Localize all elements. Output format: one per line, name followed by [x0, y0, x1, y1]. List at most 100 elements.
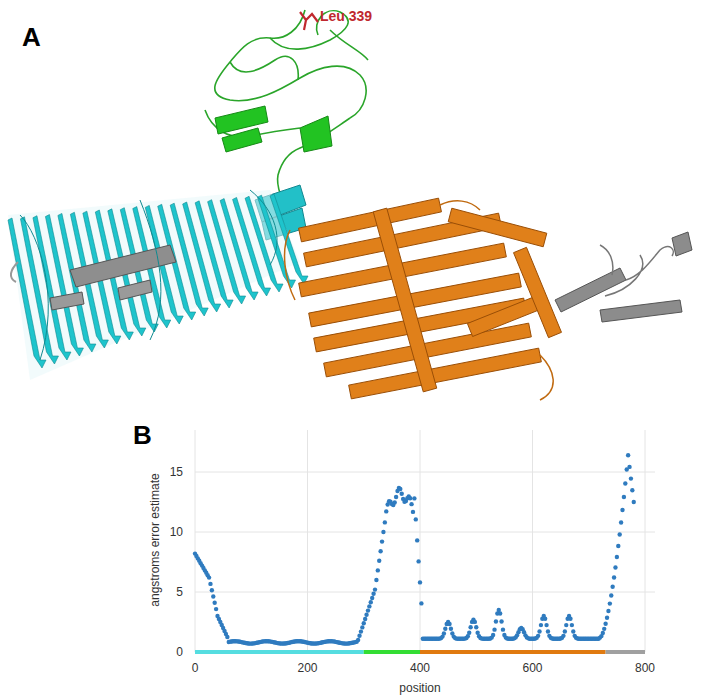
tick-label: 0	[192, 661, 199, 675]
tick-label: 200	[297, 661, 317, 675]
data-point	[619, 520, 623, 524]
data-point	[376, 568, 380, 572]
data-point	[443, 627, 447, 631]
data-point	[616, 544, 620, 548]
data-point	[537, 629, 541, 633]
data-point	[568, 617, 572, 621]
data-point	[627, 465, 631, 469]
data-point	[474, 625, 478, 629]
data-point	[384, 509, 388, 513]
data-point	[212, 601, 216, 605]
tick-label: 15	[170, 465, 183, 479]
data-point	[412, 496, 416, 500]
data-point	[467, 631, 471, 635]
data-point	[418, 580, 422, 584]
axis-title: angstroms error estimate	[148, 473, 162, 606]
helix-bundle	[285, 198, 562, 400]
data-point	[498, 611, 502, 615]
data-point	[371, 592, 375, 596]
data-point	[473, 620, 477, 624]
data-point	[447, 622, 451, 626]
data-point	[398, 487, 402, 491]
data-point	[499, 619, 503, 623]
data-point	[392, 500, 396, 504]
data-point	[610, 585, 614, 589]
data-point	[536, 634, 540, 638]
helix-loop	[285, 201, 554, 400]
data-point	[411, 510, 415, 514]
data-point	[603, 622, 607, 626]
data-point	[362, 621, 366, 625]
data-point	[608, 601, 612, 605]
data-point	[416, 559, 420, 563]
data-point	[207, 575, 211, 579]
data-point	[208, 582, 212, 586]
data-point	[415, 538, 419, 542]
tick-label: 800	[635, 661, 655, 675]
data-point	[394, 495, 398, 499]
data-point	[602, 627, 606, 631]
data-point	[613, 565, 617, 569]
data-point	[367, 604, 371, 608]
data-point	[381, 530, 385, 534]
data-point	[501, 627, 505, 631]
tick-label: 400	[410, 661, 430, 675]
axis-title: position	[399, 681, 440, 695]
gray-tail	[11, 232, 692, 322]
data-point	[364, 613, 368, 617]
data-point	[409, 502, 413, 506]
data-point	[543, 617, 547, 621]
data-point	[571, 629, 575, 633]
data-point	[419, 601, 423, 605]
data-point	[383, 520, 387, 524]
data-point	[494, 619, 498, 623]
data-point	[632, 500, 636, 504]
data-point	[617, 532, 621, 536]
data-point	[359, 629, 363, 633]
data-point	[620, 508, 624, 512]
data-point	[605, 616, 609, 620]
panel-letter: A	[22, 22, 41, 53]
data-point	[563, 629, 567, 633]
data-point	[612, 575, 616, 579]
residue-sticks	[300, 12, 318, 30]
data-point	[606, 609, 610, 613]
alpha-helix	[448, 208, 547, 247]
data-point	[626, 453, 630, 457]
domain-bar	[195, 650, 645, 654]
data-point	[378, 549, 382, 553]
data-point	[546, 629, 550, 633]
data-point	[214, 607, 218, 611]
data-point	[366, 608, 370, 612]
solenoid-loop	[20, 190, 277, 360]
data-point	[623, 481, 627, 485]
data-point	[373, 587, 377, 591]
data-point	[468, 625, 472, 629]
solenoid-shadow	[8, 190, 300, 380]
data-point	[601, 631, 605, 635]
tick-label: 10	[170, 525, 183, 539]
data-point	[370, 596, 374, 600]
data-point	[408, 496, 412, 500]
data-point	[564, 623, 568, 627]
tick-label: 0	[176, 645, 183, 659]
data-point	[609, 593, 613, 597]
beta-solenoid	[8, 190, 308, 380]
data-point	[570, 623, 574, 627]
data-point	[414, 517, 418, 521]
green-helices	[215, 106, 332, 152]
data-point	[400, 492, 404, 496]
data-point	[374, 578, 378, 582]
data-point	[360, 625, 364, 629]
panel-letter: B	[133, 420, 152, 451]
data-point	[357, 634, 361, 638]
data-point	[622, 495, 626, 499]
tick-label: 5	[176, 585, 183, 599]
plot-frame	[195, 430, 655, 652]
residue-label: Leu 339	[320, 8, 372, 24]
data-point	[544, 623, 548, 627]
data-point	[615, 555, 619, 559]
data-point	[380, 539, 384, 543]
data-point	[363, 617, 367, 621]
